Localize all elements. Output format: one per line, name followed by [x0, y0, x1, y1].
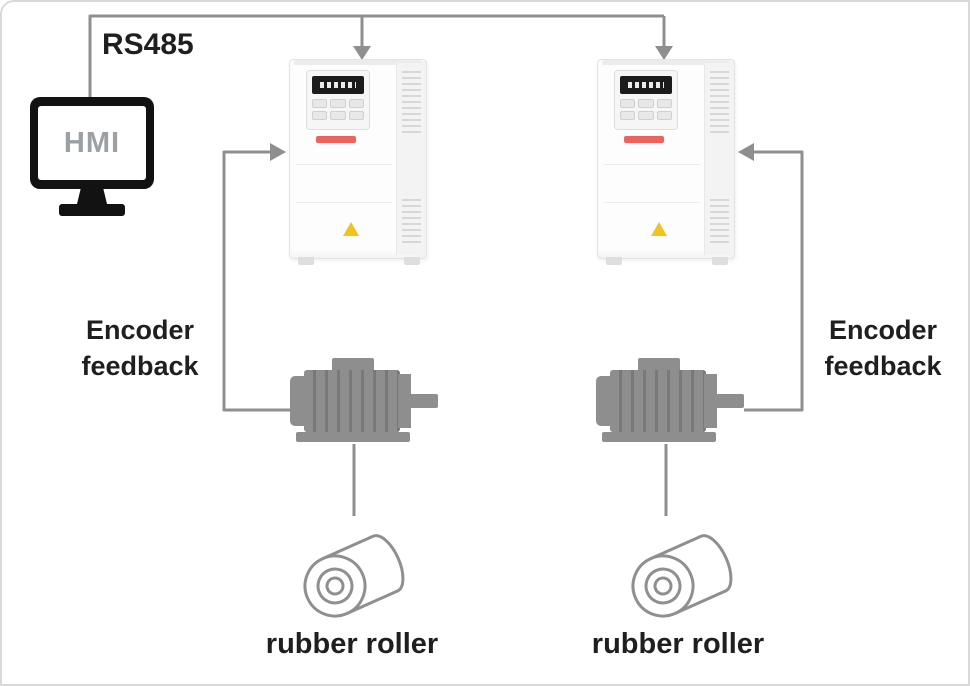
encoder-feedback-line1: Encoder	[828, 315, 938, 345]
vfd-panel-seam	[296, 202, 392, 203]
warning-triangle-icon	[343, 222, 359, 236]
vfd-keypad-buttons	[620, 99, 672, 120]
motor-shaft	[411, 394, 438, 408]
hmi-monitor-icon: HMI	[30, 97, 154, 216]
vfd-display-icon	[620, 76, 672, 94]
encoder-feedback-line2: feedback	[81, 351, 199, 381]
vfd-foot	[298, 257, 314, 265]
vfd-keypad-button	[312, 99, 328, 108]
arrow-down-icon-left	[353, 46, 371, 60]
roller-face	[303, 554, 367, 618]
hmi-screen-face: HMI	[38, 106, 146, 180]
vfd-brand-mark	[624, 136, 664, 143]
hmi-label: HMI	[63, 126, 121, 159]
vfd-keypad-button	[348, 111, 364, 120]
vfd-keypad-button	[638, 99, 654, 108]
vfd-panel-seam	[604, 164, 700, 165]
roller-hole-inner	[325, 576, 345, 596]
vfd-keypad-button	[330, 99, 346, 108]
vfd-display-digits	[320, 82, 356, 88]
vfd-panel-seam	[604, 202, 700, 203]
vfd-panel-seam	[296, 164, 392, 165]
vfd-drive-left-icon	[289, 59, 427, 265]
motor-end-bell	[290, 376, 306, 426]
arrow-right-icon	[270, 143, 286, 161]
encoder-feedback-line2: feedback	[824, 351, 942, 381]
arrow-down-icon-right	[655, 46, 673, 60]
roller-hole-outer	[316, 567, 354, 605]
motor-end-bell	[398, 374, 411, 428]
motor-finned-body	[610, 370, 706, 432]
rubber-roller-label-left: rubber roller	[265, 628, 439, 660]
vfd-display-digits	[628, 82, 664, 88]
vfd-display-icon	[312, 76, 364, 94]
vfd-vent-grille	[710, 199, 729, 245]
encoder-feedback-label-right: Encoder feedback	[798, 312, 968, 384]
roller-hole-outer	[644, 567, 682, 605]
vfd-keypad-buttons	[312, 99, 364, 120]
vfd-keypad-button	[620, 99, 636, 108]
roller-face	[631, 554, 695, 618]
hmi-screen: HMI	[30, 97, 154, 189]
vfd-drive-right-icon	[597, 59, 735, 265]
hmi-stand-base	[59, 204, 125, 216]
motor-icon-right	[594, 358, 744, 446]
warning-triangle-icon	[651, 222, 667, 236]
vfd-vent-grille	[710, 71, 729, 133]
motor-icon-left	[288, 358, 438, 446]
motor-base	[296, 432, 410, 442]
vfd-keypad-button	[348, 99, 364, 108]
vfd-keypad	[614, 70, 678, 130]
vfd-foot	[404, 257, 420, 265]
rs485-bus-label: RS485	[102, 28, 194, 61]
vfd-keypad-button	[638, 111, 654, 120]
vfd-vent-panel	[396, 63, 426, 255]
motor-end-bell	[704, 374, 717, 428]
roller-hole-inner	[653, 576, 673, 596]
hmi-stand-neck	[77, 189, 107, 204]
encoder-feedback-line1: Encoder	[85, 315, 195, 345]
motor-shaft	[717, 394, 744, 408]
vfd-keypad-button	[656, 99, 672, 108]
rubber-roller-icon-right	[631, 534, 733, 618]
encoder-feedback-line-left	[222, 150, 290, 412]
vfd-foot	[712, 257, 728, 265]
vfd-brand-mark	[316, 136, 356, 143]
vfd-keypad-button	[620, 111, 636, 120]
motor-end-bell	[596, 376, 612, 426]
vfd-foot	[606, 257, 622, 265]
vfd-vent-grille	[402, 71, 421, 133]
vfd-keypad-button	[312, 111, 328, 120]
vfd-keypad	[306, 70, 370, 130]
vfd-keypad-button	[330, 111, 346, 120]
encoder-feedback-line-right	[744, 150, 804, 412]
vfd-vent-panel	[704, 63, 734, 255]
rubber-roller-label-right: rubber roller	[591, 628, 765, 660]
rubber-roller-icon-left	[303, 534, 405, 618]
vfd-keypad-button	[656, 111, 672, 120]
vfd-vent-grille	[402, 199, 421, 245]
vfd-top-grille	[602, 60, 730, 65]
motor-finned-body	[304, 370, 400, 432]
encoder-feedback-label-left: Encoder feedback	[55, 312, 225, 384]
arrow-left-icon	[738, 143, 754, 161]
vfd-top-grille	[294, 60, 422, 65]
motor-base	[602, 432, 716, 442]
